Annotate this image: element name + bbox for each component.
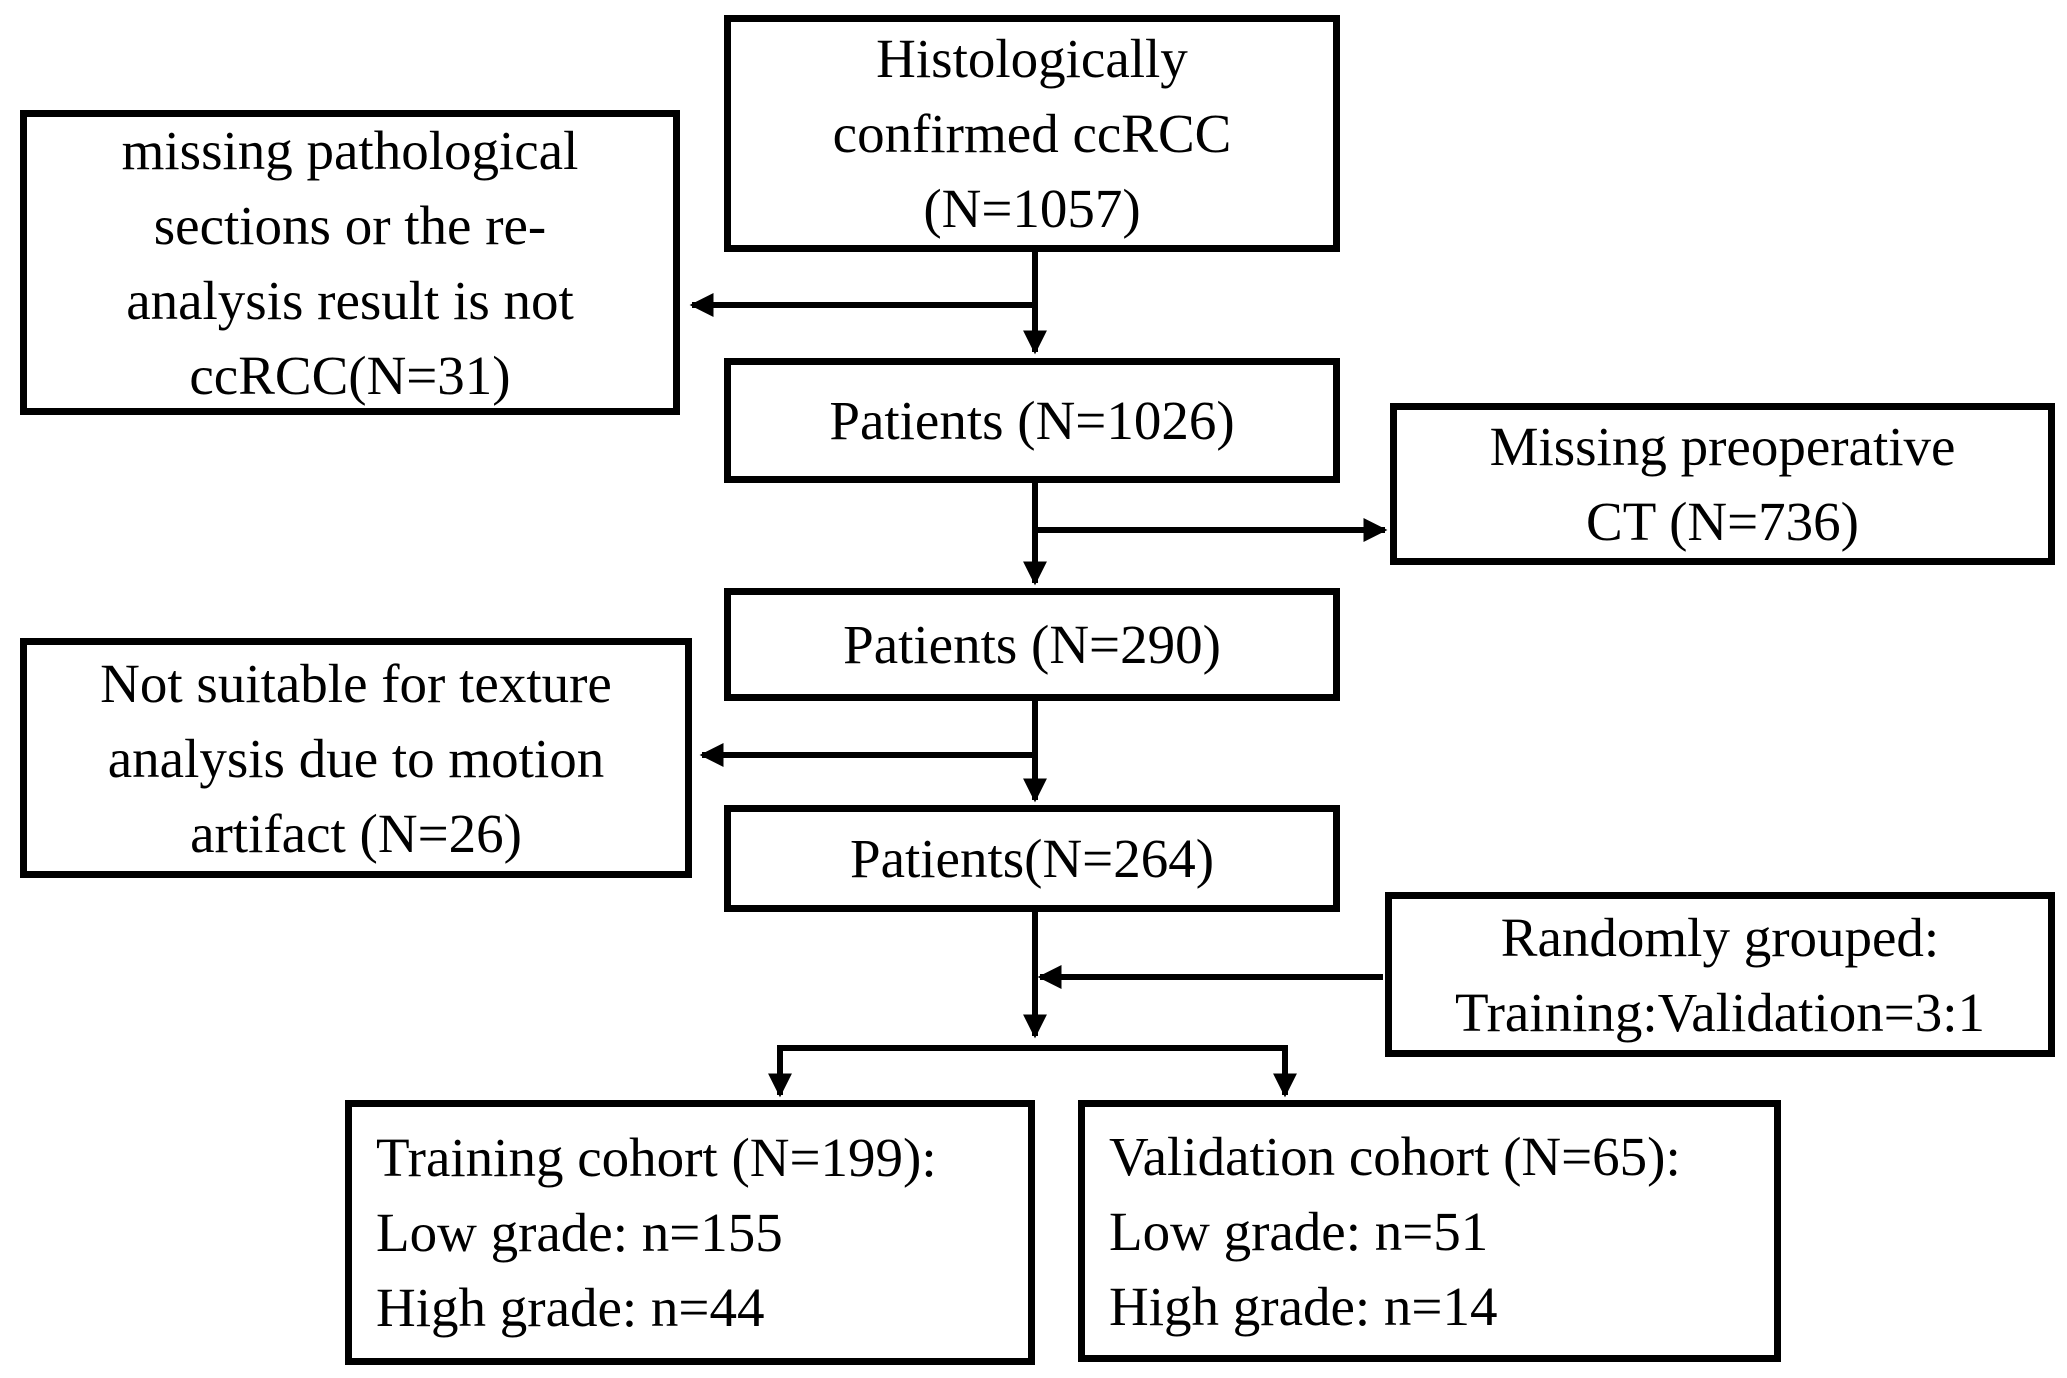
node-text: Missing preoperative xyxy=(1489,416,1956,477)
node-grouping: Randomly grouped: Training:Validation=3:… xyxy=(1385,892,2055,1057)
node-text: analysis due to motion xyxy=(107,727,605,789)
node-text: CT (N=736) xyxy=(1586,491,1859,552)
node-text: Low grade: n=155 xyxy=(376,1202,783,1263)
node-text: Training:Validation=3:1 xyxy=(1454,981,1986,1043)
node-text: Patients (N=1026) xyxy=(829,390,1235,451)
node-text: confirmed ccRCC xyxy=(832,103,1232,164)
node-text: missing pathological xyxy=(121,119,579,181)
node-text: ccRCC(N=31) xyxy=(189,344,511,406)
node-text: Validation cohort (N=65): xyxy=(1109,1125,1681,1187)
node-text: Low grade: n=51 xyxy=(1109,1200,1489,1262)
node-text: sections or the re- xyxy=(153,194,547,256)
node-excluded-pathology: missing pathological sections or the re-… xyxy=(20,110,680,415)
node-patients-1026: Patients (N=1026) xyxy=(724,358,1340,483)
node-text: Patients (N=290) xyxy=(843,614,1221,675)
node-text: Randomly grouped: xyxy=(1500,906,1940,968)
node-patients-290: Patients (N=290) xyxy=(724,588,1340,701)
node-patients-264: Patients(N=264) xyxy=(724,805,1340,912)
node-excluded-ct: Missing preoperative CT (N=736) xyxy=(1390,403,2055,565)
node-text: Training cohort (N=199): xyxy=(376,1127,937,1188)
node-text: Not suitable for texture xyxy=(100,652,612,714)
node-text: High grade: n=44 xyxy=(376,1277,765,1338)
node-excluded-motion: Not suitable for texture analysis due to… xyxy=(20,638,692,878)
node-validation: Validation cohort (N=65): Low grade: n=5… xyxy=(1078,1100,1781,1362)
node-text: Patients(N=264) xyxy=(849,828,1215,889)
node-text: analysis result is not xyxy=(126,269,574,331)
node-text: Histologically xyxy=(876,28,1188,89)
node-text: (N=1057) xyxy=(923,178,1141,239)
node-text: artifact (N=26) xyxy=(190,802,522,864)
node-text: High grade: n=14 xyxy=(1109,1275,1498,1337)
node-confirmed: Histologically confirmed ccRCC (N=1057) xyxy=(724,15,1340,252)
node-training: Training cohort (N=199): Low grade: n=15… xyxy=(345,1100,1035,1365)
